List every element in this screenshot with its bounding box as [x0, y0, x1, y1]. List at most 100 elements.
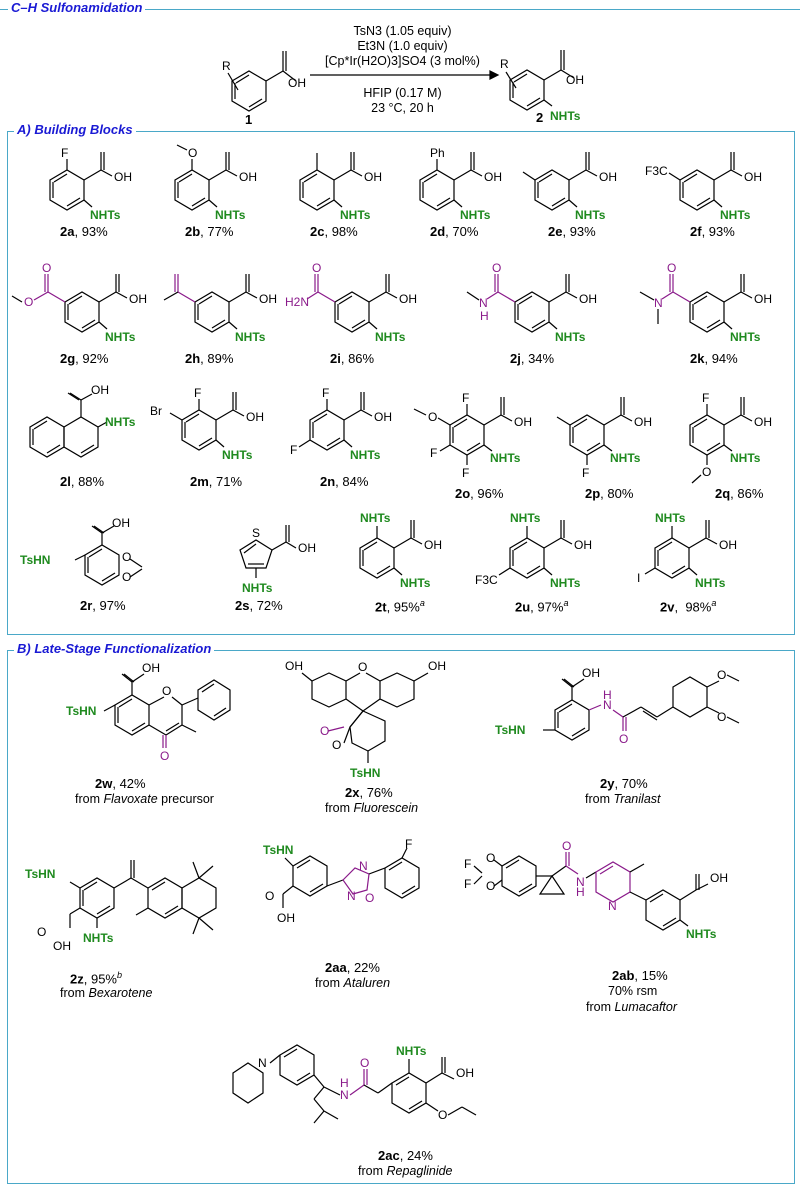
svg-text:OH: OH [579, 292, 597, 306]
source-2x: from Fluorescein [325, 801, 419, 815]
condition-5: 23 °C, 20 h [371, 101, 434, 115]
svg-text:OH: OH [719, 538, 737, 552]
svg-text:TsHN: TsHN [263, 843, 293, 857]
svg-text:OH: OH [53, 939, 71, 953]
svg-text:NHTs: NHTs [350, 448, 381, 462]
svg-text:O: O [160, 749, 169, 763]
cpd-2w: 2w, 42% [95, 776, 146, 791]
svg-text:O: O [122, 570, 131, 584]
svg-text:NHTs: NHTs [730, 451, 761, 465]
svg-text:F: F [290, 443, 297, 457]
svg-text:NHTs: NHTs [460, 208, 491, 222]
condition-4: HFIP (0.17 M) [363, 86, 442, 100]
cpd-2u: 2u, 97%a [515, 598, 569, 615]
svg-text:NHTs: NHTs [105, 330, 136, 344]
svg-text:NHTs: NHTs [396, 1044, 427, 1058]
cpd-2r: 2r, 97% [80, 598, 126, 613]
cpd-2c: 2c, 98% [310, 224, 358, 239]
svg-text:F: F [462, 391, 469, 405]
svg-text:F: F [322, 386, 329, 400]
svg-text:TsHN: TsHN [350, 766, 380, 780]
svg-text:F: F [194, 386, 201, 400]
svg-text:NHTs: NHTs [550, 109, 581, 123]
svg-text:F: F [464, 877, 471, 891]
svg-text:OH: OH [754, 415, 772, 429]
svg-text:OH: OH [710, 871, 728, 885]
svg-text:NHTs: NHTs [655, 511, 686, 525]
source-2ac: from Repaglinide [358, 1164, 453, 1178]
source-2aa: from Ataluren [315, 976, 391, 990]
extra-2ab: 70% rsm [608, 984, 658, 998]
svg-text:O: O [320, 724, 329, 738]
svg-text:O: O [428, 410, 437, 424]
svg-text:NHTs: NHTs [610, 451, 641, 465]
svg-text:F: F [462, 466, 469, 480]
svg-text:NHTs: NHTs [360, 511, 391, 525]
section-a-title: A) Building Blocks [14, 122, 136, 137]
section-b-panel [7, 650, 795, 1184]
section-a-panel [7, 131, 795, 635]
header-rule [0, 9, 800, 10]
svg-text:F3C: F3C [475, 573, 498, 587]
cpd-2h: 2h, 89% [185, 351, 234, 366]
svg-text:OH: OH [428, 659, 446, 673]
svg-text:F: F [430, 446, 437, 460]
reactant-label: 1 [245, 112, 253, 127]
molecule-2ab: FF OO O NH N OH NHTs [464, 839, 728, 941]
condition-1: TsN3 (1.05 equiv) [353, 24, 452, 38]
cpd-2o: 2o, 96% [455, 486, 504, 501]
svg-text:OH: OH [424, 538, 442, 552]
svg-text:F: F [61, 146, 68, 160]
svg-text:OH: OH [246, 410, 264, 424]
condition-3: [Cp*Ir(H2O)3]SO4 (3 mol%) [325, 54, 480, 68]
svg-text:N: N [359, 859, 368, 873]
svg-text:NHTs: NHTs [375, 330, 406, 344]
svg-text:OH: OH [112, 516, 130, 530]
svg-text:TsHN: TsHN [66, 704, 96, 718]
cpd-2e: 2e, 93% [548, 224, 596, 239]
source-2z: from Bexarotene [60, 986, 153, 1000]
svg-text:OH: OH [298, 541, 316, 555]
svg-text:OH: OH [129, 292, 147, 306]
svg-text:NHTs: NHTs [550, 576, 581, 590]
cpd-2l: 2l, 88% [60, 474, 105, 489]
svg-text:H: H [480, 309, 489, 323]
svg-text:H2N: H2N [285, 295, 309, 309]
svg-text:OH: OH [744, 170, 762, 184]
svg-text:NHTs: NHTs [340, 208, 371, 222]
svg-text:NHTs: NHTs [695, 576, 726, 590]
section-b-title: B) Late-Stage Functionalization [14, 641, 215, 656]
cpd-2v: 2v, 98%a [660, 598, 717, 615]
cpd-2j: 2j, 34% [510, 351, 555, 366]
svg-text:O: O [162, 684, 171, 698]
svg-text:NHTs: NHTs [222, 448, 253, 462]
svg-text:NHTs: NHTs [686, 927, 717, 941]
svg-text:O: O [667, 261, 676, 275]
svg-text:O: O [486, 879, 495, 893]
svg-text:OH: OH [91, 383, 109, 397]
header-title: C–H Sulfonamidation [8, 0, 146, 15]
svg-text:OH: OH [285, 659, 303, 673]
svg-text:O: O [562, 839, 571, 853]
product-structure: OH NHTs R [500, 50, 584, 123]
reaction-arrow [310, 70, 500, 80]
cpd-2f: 2f, 93% [690, 224, 735, 239]
svg-text:NHTs: NHTs [575, 208, 606, 222]
condition-2: Et3N (1.0 equiv) [357, 39, 448, 53]
svg-text:O: O [122, 550, 131, 564]
